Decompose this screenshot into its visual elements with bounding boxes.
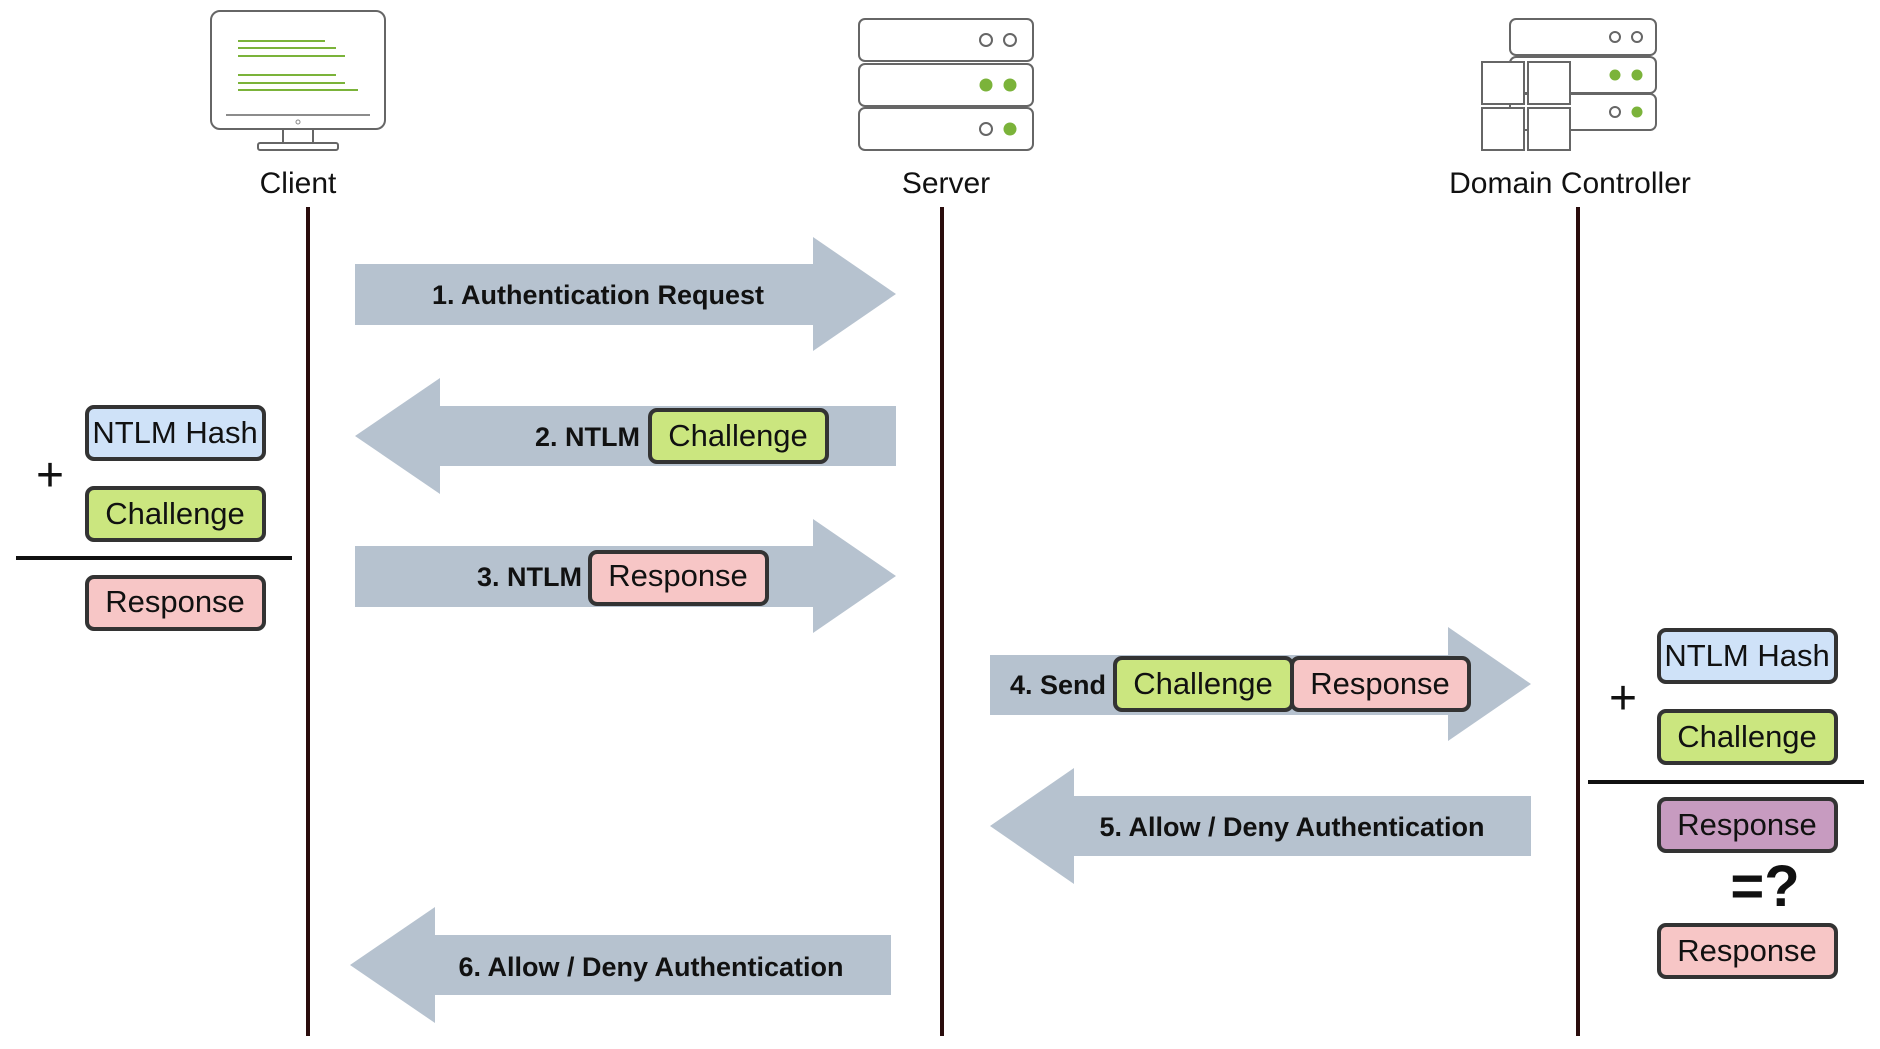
message-3-label: 3. NTLM [477, 562, 582, 592]
plus-operator: + [1609, 672, 1637, 725]
message-2-arrow: 2. NTLM Challenge [355, 378, 896, 494]
ntlm-hash-token-label: NTLM Hash [1664, 638, 1829, 673]
challenge-token-label: Challenge [668, 418, 808, 453]
ntlm-hash-token-label: NTLM Hash [92, 415, 257, 450]
domain-controller-label: Domain Controller [1449, 167, 1691, 200]
message-1-label: 1. Authentication Request [432, 280, 764, 310]
ntlm-hash-token [1657, 628, 1838, 684]
challenge-token-label: Challenge [1133, 666, 1273, 701]
response-token-label: Response [105, 584, 245, 619]
challenge-token-label: Challenge [105, 496, 245, 531]
server-label: Server [902, 167, 990, 200]
response-token [85, 575, 266, 631]
server-icon [858, 18, 1034, 151]
message-3-arrow: 3. NTLM Response [355, 519, 896, 633]
response-token [588, 550, 769, 606]
challenge-token [648, 408, 829, 464]
challenge-token-label: Challenge [1677, 719, 1817, 754]
computed-response-token [1657, 797, 1838, 853]
client-monitor-icon [210, 10, 386, 151]
equals-question-operator: =? [1730, 854, 1799, 919]
message-6-label: 6. Allow / Deny Authentication [458, 952, 843, 982]
message-6-arrow: 6. Allow / Deny Authentication [350, 907, 891, 1023]
response-token [1657, 923, 1838, 979]
dc-computation: NTLM Hash + Challenge Response =? Respon… [1588, 628, 1864, 979]
message-1-arrow: 1. Authentication Request [355, 237, 896, 351]
message-4-arrow: 4. Send Challenge Response [990, 627, 1531, 741]
message-2-label: 2. NTLM [535, 422, 640, 452]
message-4-label: 4. Send [1010, 670, 1106, 700]
response-token-label: Response [608, 558, 748, 593]
response-token-label: Response [1310, 666, 1450, 701]
computed-response-token-label: Response [1677, 807, 1817, 842]
response-token [1290, 656, 1471, 712]
client-label: Client [260, 167, 337, 200]
response-token-label: Response [1677, 933, 1817, 968]
ntlm-hash-token [85, 405, 266, 461]
client-computation: NTLM Hash + Challenge Response [16, 405, 292, 631]
message-5-label: 5. Allow / Deny Authentication [1099, 812, 1484, 842]
challenge-token [1657, 709, 1838, 765]
message-5-arrow: 5. Allow / Deny Authentication [990, 768, 1531, 884]
plus-operator: + [36, 449, 64, 502]
domain-controller-icon [1481, 18, 1657, 151]
challenge-token [85, 486, 266, 542]
